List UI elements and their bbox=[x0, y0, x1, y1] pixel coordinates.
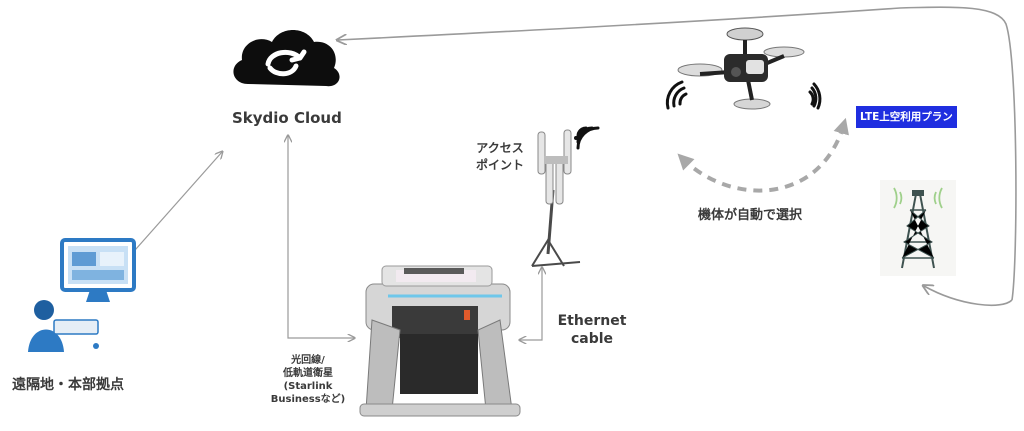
cloud-icon bbox=[233, 30, 340, 87]
access-point-icon bbox=[531, 129, 581, 267]
drone-signal-right-icon bbox=[808, 82, 822, 110]
link-options-label: 光回線/ 低軌道衛星 (Starlink Businessなど) bbox=[262, 354, 354, 406]
remote-operator-icon bbox=[28, 238, 136, 352]
dock-cloud-link bbox=[288, 136, 354, 338]
access-point-line1: アクセス bbox=[476, 141, 524, 155]
drone-signal-left-icon bbox=[665, 80, 688, 110]
drone-icon bbox=[677, 27, 805, 110]
ethernet-link bbox=[520, 268, 542, 340]
link-options-line3: (Starlink bbox=[283, 381, 333, 392]
cloud-label: Skydio Cloud bbox=[232, 109, 342, 127]
ethernet-line1: Ethernet bbox=[557, 313, 627, 329]
ethernet-label: Ethernet cable bbox=[552, 312, 632, 348]
ethernet-line2: cable bbox=[570, 331, 614, 347]
access-point-line2: ポイント bbox=[475, 158, 524, 172]
dock-station-icon bbox=[359, 265, 521, 417]
auto-select-arrow bbox=[677, 117, 849, 193]
access-point-label: アクセス ポイント bbox=[468, 140, 532, 174]
link-options-line4: Businessなど) bbox=[270, 394, 346, 405]
cell-tower-icon bbox=[880, 180, 956, 276]
ap-wifi-signal-icon bbox=[574, 126, 600, 150]
return-path-arrow bbox=[338, 6, 1017, 301]
link-options-line2: 低軌道衛星 bbox=[283, 368, 333, 379]
auto-select-label: 機体が自動で選択 bbox=[698, 208, 803, 223]
tower-return-arrow bbox=[924, 286, 1013, 306]
remote-site-label: 遠隔地・本部拠点 bbox=[12, 377, 124, 393]
lte-plan-badge: LTE上空利用プラン bbox=[856, 106, 957, 128]
link-options-line1: 光回線/ bbox=[291, 355, 325, 366]
remote-cloud-link bbox=[128, 152, 222, 258]
